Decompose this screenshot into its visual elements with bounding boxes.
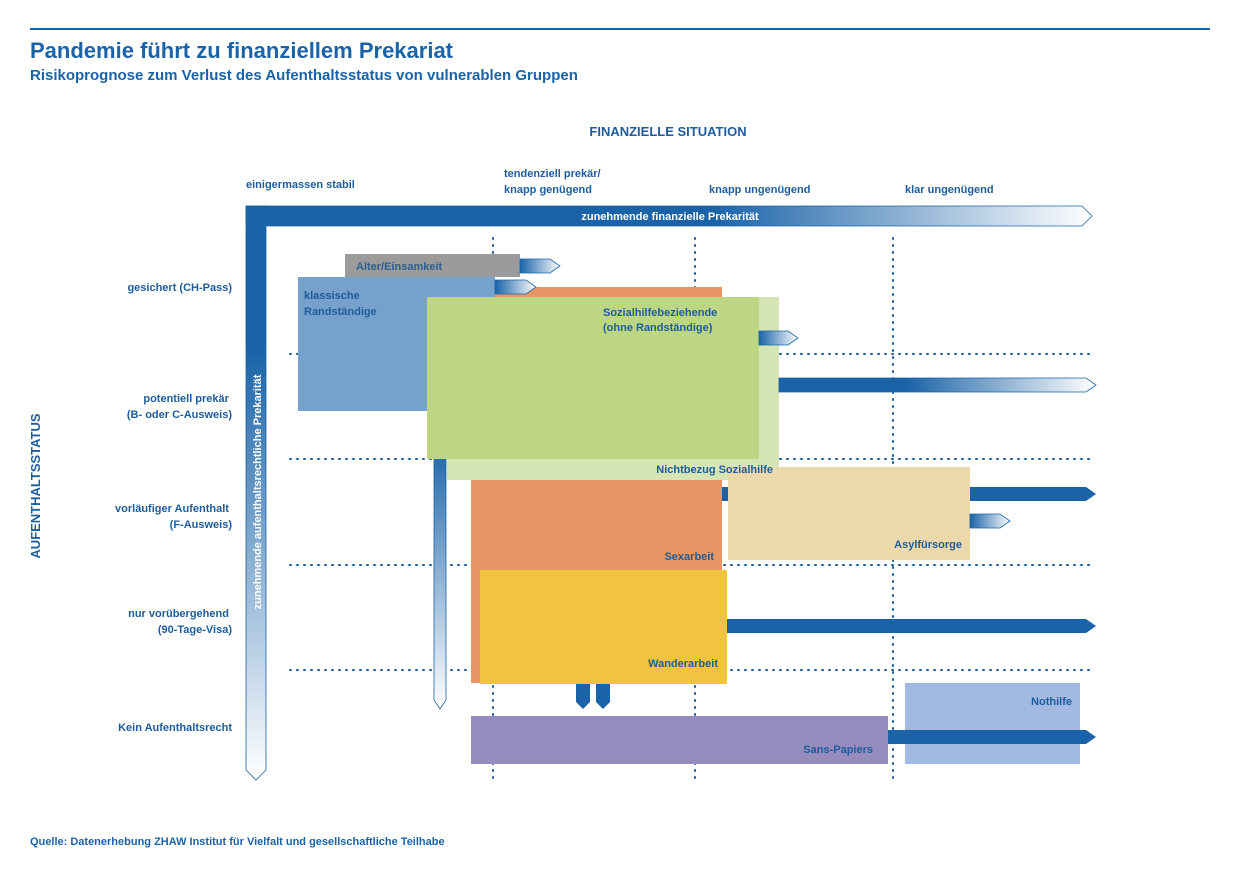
- y-axis-title: AUFENTHALTSSTATUS: [28, 413, 43, 558]
- column-header-tendentially-precarious: tendenziell prekär/ knapp genügend: [504, 168, 604, 196]
- y-axis-arrow: [245, 205, 267, 781]
- group-label-nichtbezug: Nichtbezug Sozialhilfe: [656, 464, 773, 476]
- row-header-no-residence: Kein Aufenthaltsrecht: [118, 722, 232, 734]
- arrow-asyl-small: [969, 513, 1011, 529]
- group-box-sanspapiers: [471, 716, 888, 764]
- column-header-barely-insufficient: knapp ungenügend: [709, 184, 810, 196]
- down-arrow-nichtbezug: [433, 439, 447, 710]
- group-box-sozialhilfe: [427, 297, 759, 459]
- row-header-provisional: vorläufiger Aufenthalt (F-Ausweis): [115, 503, 232, 531]
- group-box-wanderarbeit: [480, 570, 727, 684]
- group-label-wanderarbeit: Wanderarbeit: [648, 658, 718, 670]
- column-header-stable: einigermassen stabil: [246, 179, 355, 191]
- group-box-asyl: [728, 467, 970, 560]
- column-header-clearly-insufficient: klar ungenügend: [905, 184, 994, 196]
- group-label-alter: Alter/Einsamkeit: [356, 261, 443, 273]
- down-arrow-2: [596, 684, 610, 709]
- arrow-randstaendige: [494, 279, 537, 295]
- arrow-alter: [519, 258, 561, 274]
- source-note: Quelle: Datenerhebung ZHAW Institut für …: [30, 836, 445, 848]
- page-subtitle: Risikoprognose zum Verlust des Aufenthal…: [30, 67, 578, 84]
- arrow-sexarbeit-stub: [722, 487, 728, 501]
- arrow-wanderarbeit: [727, 619, 1096, 633]
- arrow-sozialhilfe-small: [758, 330, 799, 346]
- row-header-temporary: nur vorübergehend (90-Tage-Visa): [128, 608, 232, 636]
- group-label-randstaendige: klassische Randständige: [304, 290, 377, 318]
- top-rule: [30, 28, 1210, 30]
- x-axis-arrow-label: zunehmende finanzielle Prekarität: [581, 211, 759, 223]
- group-label-sozialhilfe: Sozialhilfebeziehende (ohne Randständige…: [603, 307, 720, 334]
- group-label-sexarbeit: Sexarbeit: [664, 551, 714, 563]
- x-axis-title: FINANZIELLE SITUATION: [589, 124, 746, 139]
- page-title: Pandemie führt zu finanziellem Prekariat: [30, 38, 454, 63]
- arrow-sanspapiers: [888, 730, 1096, 744]
- arrow-sozialhilfe-long: [778, 377, 1097, 393]
- group-label-sanspapiers: Sans-Papiers: [803, 744, 873, 756]
- y-axis-arrow-label: zunehmende aufenthaltsrechtliche Prekari…: [252, 374, 264, 609]
- arrow-asyl-long: [970, 487, 1096, 501]
- group-label-nothilfe: Nothilfe: [1031, 696, 1072, 708]
- down-arrow-1: [576, 684, 590, 709]
- row-header-secured: gesichert (CH-Pass): [127, 282, 232, 294]
- group-label-asyl: Asylfürsorge: [894, 539, 962, 551]
- row-header-potentially-precarious: potentiell prekär (B- oder C-Ausweis): [127, 393, 232, 421]
- group-box-alter: [345, 254, 520, 277]
- group-box-nothilfe: [905, 683, 1080, 764]
